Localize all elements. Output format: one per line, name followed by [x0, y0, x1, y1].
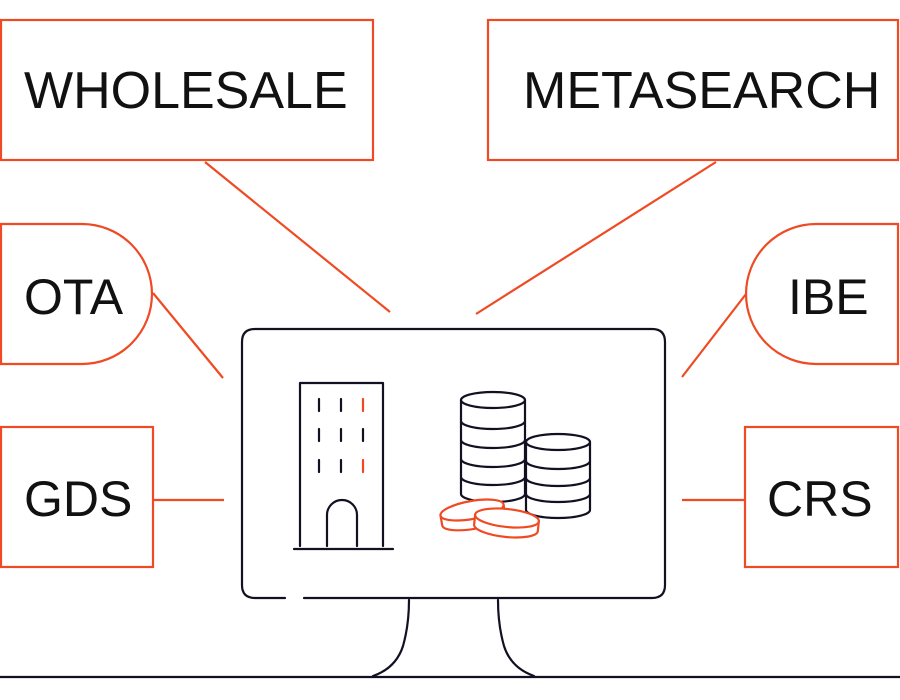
crs-box — [743, 425, 900, 569]
wholesale-label: WHOLESALE — [24, 62, 348, 120]
ibe-box — [744, 222, 900, 366]
metasearch-label: METASEARCH — [523, 62, 881, 120]
gds-box — [0, 425, 155, 569]
ibe-label: IBE — [788, 269, 869, 325]
ibe-connector — [681, 293, 747, 378]
gds-label: GDS — [24, 471, 133, 527]
hotel-building-icon — [292, 381, 395, 551]
metasearch-box — [486, 18, 900, 162]
ota-label: OTA — [24, 269, 124, 325]
crs-label: CRS — [767, 471, 873, 527]
monitor-icon — [0, 327, 900, 679]
ota-box — [0, 222, 154, 366]
wholesale-box — [0, 18, 375, 162]
coin-stack-icon — [439, 390, 592, 539]
wholesale-connector — [204, 161, 391, 313]
ota-connector — [152, 292, 224, 379]
metasearch-connector — [475, 161, 717, 315]
